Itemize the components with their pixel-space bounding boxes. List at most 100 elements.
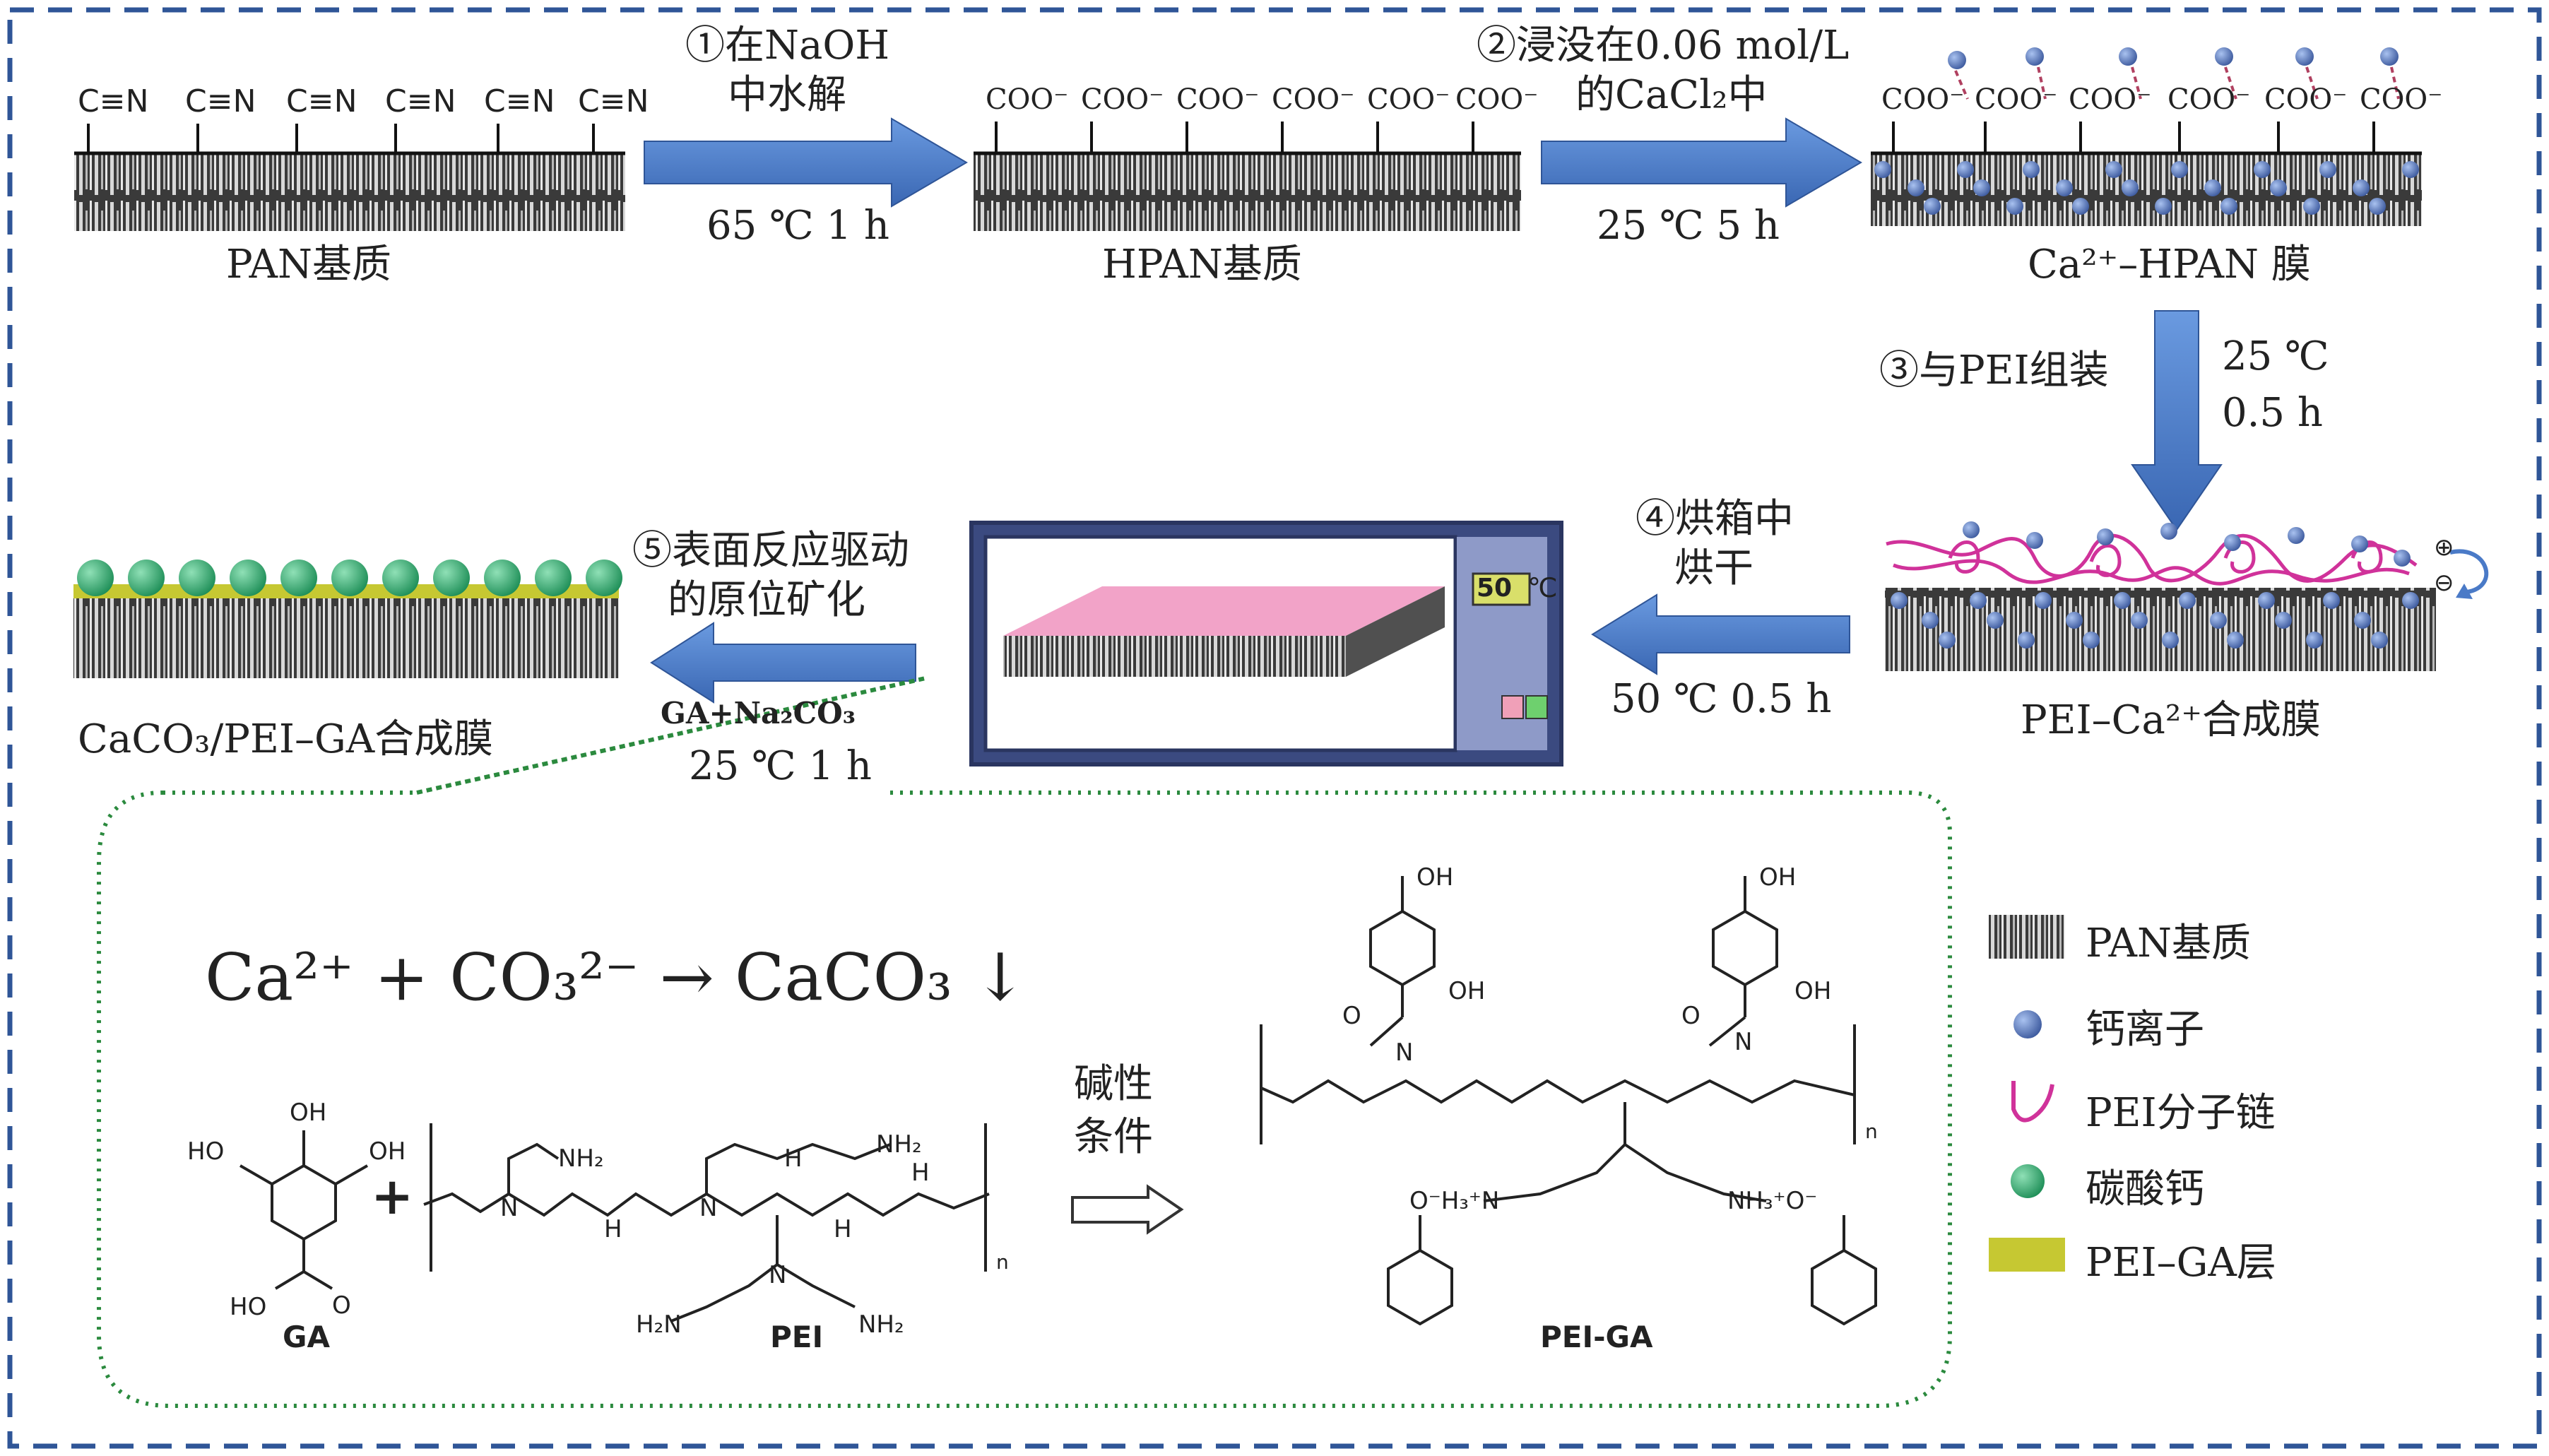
calcium-ion [2131,612,2148,629]
calcium-ion [2270,179,2287,196]
oven-membrane-side [1346,586,1445,677]
pei-ga-n-1: N [1395,1038,1414,1067]
hpan-label: HPAN基质 [1102,242,1302,288]
pei-structure [423,1123,990,1322]
calcium-ion [2224,534,2241,551]
calcium-carbonate-particle [484,560,521,596]
calcium-carbonate-particle [128,560,165,596]
calcium-ion [2006,198,2023,215]
step2-condition: 25 ℃ 5 h [1597,203,1780,249]
calcium-ion [1963,521,1980,538]
calcium-ion [1908,179,1924,196]
pei-n-subscript: n [996,1250,1009,1274]
calcium-ion [1922,612,1939,629]
calcium-ion [1939,632,1956,649]
ga-oh-right: OH [369,1137,406,1166]
oven [969,521,1563,767]
pei-ga-oh-2: OH [1448,977,1486,1005]
calcium-ions-top [1874,47,2419,215]
pei-nh2-1: NH₂ [558,1144,604,1173]
calcium-ion [2215,47,2233,66]
step1-line2: 中水解 [728,72,846,118]
arrow-step1 [644,117,968,208]
ca-coo-bonds [1954,66,2400,100]
pan-substrate-swatch [1989,915,2065,959]
calcium-ion [1891,592,1908,609]
calcium-ion [2303,198,2320,215]
calcium-ion [2220,198,2237,215]
pei-n-3: N [769,1261,787,1289]
step3-condition-1: 25 ℃ [2222,333,2329,379]
oven-unit: ℃ [1527,572,1558,603]
calcium-ion [2323,592,2340,609]
pei-ga-oh-3: OH [1759,863,1797,892]
calcium-carbonate-particles [77,560,622,596]
ca-hpan-membrane [1871,47,2422,226]
calcium-carbonate-particle [331,560,368,596]
coo-ca-group-4: COO⁻ [2167,83,2251,116]
pei-h-3: H [834,1215,852,1243]
pei-ga-o-2: O [1681,1002,1701,1030]
step5-condition: 25 ℃ 1 h [689,743,872,789]
calcium-ion [1970,592,1987,609]
calcium-ion [2371,632,2388,649]
pei-h-1: H [604,1215,622,1243]
pei-ga-layer-swatch [1989,1238,2065,1272]
ga-o-bottom: O [332,1291,351,1320]
pei-ga-n-subscript: n [1865,1120,1878,1143]
pei-nh2-2: NH₂ [876,1130,922,1159]
calcium-ion [2394,550,2411,567]
calcium-ion [1924,198,1941,215]
ca-hpan-label: Ca²⁺–HPAN 膜 [2028,242,2311,288]
charge-minus: ⊖ [2434,569,2454,597]
pan-label: PAN基质 [226,242,391,288]
calcium-ion [2179,592,2196,609]
cn-group-3: C≡N [286,83,357,119]
coo-ca-group-1: COO⁻ [1881,83,1965,116]
calcium-ions-mid [1891,521,2419,649]
pan-substrate [74,124,625,231]
cn-group-4: C≡N [385,83,456,119]
calcium-ion [2319,161,2336,178]
ga-name: GA [283,1320,330,1354]
pei-ga-n-2: N [1734,1028,1753,1056]
calcium-ion [2369,198,2386,215]
alkaline-condition-2: 条件 [1074,1114,1153,1160]
coo-ca-group-3: COO⁻ [2069,83,2152,116]
charge-plus: ⊕ [2434,533,2454,562]
calcium-ion [2160,523,2177,540]
step2-line2: 的CaCl₂中 [1575,72,1768,118]
calcium-ion [2105,161,2122,178]
calcium-ion [2402,592,2419,609]
calcium-ion [2288,527,2305,544]
coo-group-1: COO⁻ [986,83,1069,116]
step3-label: ③与PEI组装 [1879,348,2109,393]
legend-label-calcium: 钙离子 [2086,1007,2204,1053]
oven-temperature: 50 [1477,574,1513,603]
calcium-carbonate-particle [586,560,622,596]
coo-group-6: COO⁻ [1455,83,1539,116]
coo-group-2: COO⁻ [1081,83,1164,116]
calcium-carbonate-particle [77,560,114,596]
calcium-ion [2380,47,2399,66]
caco3-pei-ga-membrane [73,560,622,678]
calcium-carbonate-particle [179,560,215,596]
pei-name: PEI [770,1320,824,1354]
mineralization-zoom-box [97,676,1952,1408]
calcium-ion [2210,612,2227,629]
final-membrane-label: CaCO₃/PEI–GA合成膜 [78,716,494,762]
calcium-ion [2155,198,2172,215]
pei-n-1: N [500,1194,519,1222]
ga-ho-left: HO [187,1137,225,1166]
calcium-carbonate-icon [2011,1164,2045,1198]
coo-ca-group-5: COO⁻ [2264,83,2348,116]
oven-display [1472,572,1531,606]
step4-condition: 50 ℃ 0.5 h [1611,676,1832,722]
calcium-carbonate-particle [382,560,419,596]
calcium-ion [2035,592,2052,609]
pei-ga-oh-4: OH [1794,977,1832,1005]
calcium-ion [2114,592,2131,609]
legend-label-pei-ga-layer: PEI–GA层 [2086,1240,2276,1286]
outer-frame [7,7,2542,1449]
pei-chain-icon [1886,533,2418,586]
